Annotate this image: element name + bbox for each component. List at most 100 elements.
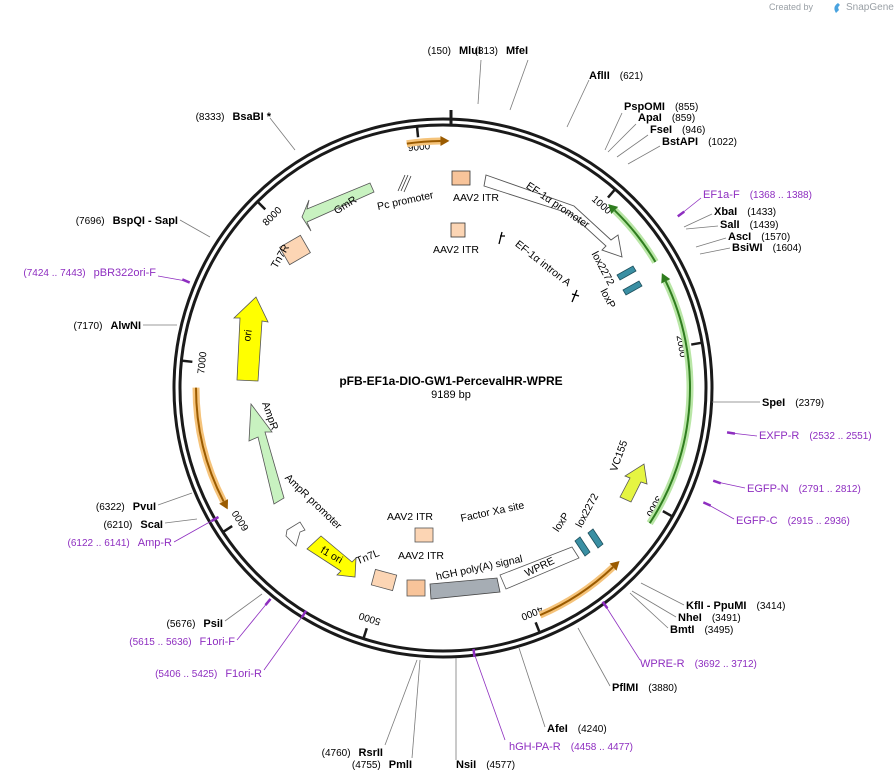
primer-name: EXFP-R	[759, 430, 799, 442]
feature-aav2-itr-box-lower	[414, 527, 434, 543]
site-name: PmlI	[389, 759, 412, 771]
site-position: (621)	[620, 71, 643, 82]
site-position: (3491)	[712, 613, 741, 624]
site-name: NsiI	[456, 759, 476, 771]
snapgene-brand: Created by SnapGene	[769, 2, 894, 13]
site-name: SalI	[720, 219, 740, 231]
primer-site-mark	[264, 598, 272, 606]
site-leader-line	[566, 79, 590, 128]
site-position: (3495)	[704, 625, 733, 636]
site-name: FseI	[650, 124, 672, 136]
site-name: ScaI	[140, 519, 163, 531]
backbone-outer-ring	[172, 117, 714, 659]
feature-label: AAV2 ITR	[433, 244, 479, 256]
backbone	[172, 117, 714, 659]
ring-feature-line	[648, 280, 691, 524]
site-name: AlwNI	[110, 320, 141, 332]
site-name: PsiI	[203, 618, 223, 630]
site-label: KflI - PpuMI(3414)	[686, 600, 785, 612]
site-label: SalI(1439)	[720, 219, 778, 231]
primer-site-mark	[210, 515, 220, 523]
feature-aav2-itr-box-bottom	[406, 579, 426, 597]
primer-position: (1368 .. 1388)	[750, 190, 812, 201]
feature-aav2-itr-box-top	[451, 170, 471, 186]
ring-feature-arrowhead-icon	[219, 499, 229, 510]
site-leader-line	[631, 590, 677, 618]
site-leader-line	[607, 123, 637, 153]
ring-feature-line	[406, 140, 441, 145]
feature-label: lox2272	[573, 491, 601, 529]
site-name: NheI	[678, 612, 702, 624]
site-position: (1604)	[773, 243, 802, 254]
feature-label: VC155	[608, 439, 630, 473]
feature-label: AAV2 ITR	[398, 550, 444, 562]
site-position: (4760)	[322, 748, 351, 759]
site-name: BstAPI	[662, 136, 698, 148]
ring-feature-line	[539, 566, 614, 617]
feature-label: loxP	[551, 510, 572, 534]
feature-loxp-top-icon	[622, 280, 643, 296]
primer-site-mark	[677, 210, 685, 218]
feature-ef1a-intron-start-icon	[498, 231, 505, 245]
ring-feature-arc	[538, 564, 616, 619]
feature-ori-arrow	[233, 296, 269, 382]
site-label: ApaI(859)	[638, 112, 695, 124]
primer-position: (6122 .. 6141)	[68, 538, 130, 549]
site-position: (6322)	[96, 502, 125, 513]
primer-name: EGFP-N	[747, 483, 789, 495]
site-name: BspQI - SapI	[113, 215, 178, 227]
site-label: NsiI(4577)	[456, 759, 515, 771]
site-leader-line	[695, 237, 727, 248]
primer-label: EGFP-N(2791 .. 2812)	[747, 483, 861, 495]
site-leader-line	[683, 213, 713, 228]
primer-site-mark	[726, 431, 736, 435]
feature-label: AmpR promoter	[282, 472, 344, 532]
site-position: (7696)	[76, 216, 105, 227]
ring-feature-arc	[192, 387, 227, 504]
primer-site-mark	[601, 601, 609, 609]
tick-mark-7000	[181, 359, 193, 364]
feature-tn7r-box	[279, 234, 311, 266]
primer-leader-line	[173, 518, 216, 543]
site-name: BmtI	[670, 624, 694, 636]
site-leader-line	[640, 582, 685, 606]
feature-label: WPRE	[523, 555, 557, 580]
primer-position: (5615 .. 5636)	[129, 637, 191, 648]
site-name: BsaBI *	[232, 111, 271, 123]
site-label: NheI (3491)	[678, 612, 741, 624]
site-label: XbaI(1433)	[714, 206, 776, 218]
tick-mark-8000	[256, 200, 267, 211]
site-label: ScaI (6210)	[103, 519, 163, 531]
site-label: RsrII(4760)	[322, 747, 383, 759]
primer-site-mark	[181, 278, 191, 284]
primer-position: (7424 .. 7443)	[23, 268, 85, 279]
site-leader-line	[224, 593, 263, 622]
primer-leader-line	[716, 481, 746, 489]
brand-logo-text: SnapGene	[846, 2, 894, 13]
ring-feature-arrowhead-icon	[609, 560, 620, 571]
ring-features	[192, 136, 694, 619]
primer-name: EF1a-F	[703, 189, 740, 201]
site-leader-line	[269, 117, 296, 151]
primer-name: hGH-PA-R	[509, 741, 561, 753]
site-name: ApaI	[638, 112, 662, 124]
site-leader-line	[477, 59, 482, 105]
feature-pc-promoter-arrow	[397, 174, 412, 193]
primer-position: (5406 .. 5425)	[155, 669, 217, 680]
site-name: KflI - PpuMI	[686, 600, 747, 612]
site-leader-line	[509, 59, 529, 111]
primer-label: F1ori-R (5406 .. 5425)	[155, 668, 262, 680]
site-label: MfeI(313)	[475, 45, 528, 57]
feature-aav2-itr-box-inner	[450, 222, 466, 238]
primer-name: WPRE-R	[640, 658, 685, 670]
site-leader-line	[518, 647, 546, 728]
feature-loxp-bottom-icon	[574, 536, 591, 557]
ring-feature-line	[613, 209, 657, 263]
primer-name: F1ori-R	[225, 668, 262, 680]
primer-site-mark	[712, 479, 722, 485]
brand-created-by: Created by	[769, 2, 814, 12]
site-position: (6210)	[103, 520, 132, 531]
feature-vc155-arrow	[619, 463, 648, 503]
site-label: MluI(150)	[428, 45, 481, 57]
